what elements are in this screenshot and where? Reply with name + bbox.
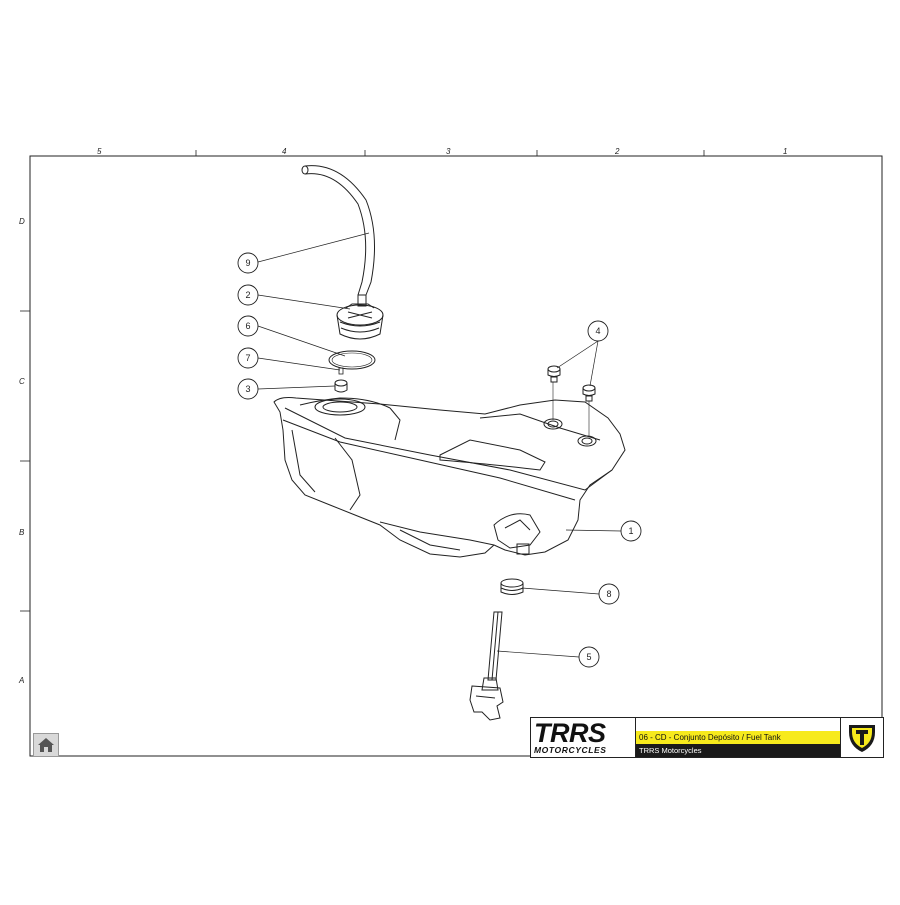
small-nut xyxy=(334,379,348,393)
callout-label-1: 1 xyxy=(628,526,633,536)
grid-column-label: 3 xyxy=(446,147,451,156)
callout-label-9: 9 xyxy=(245,258,250,268)
trrs-shield-icon xyxy=(849,724,875,752)
home-button[interactable] xyxy=(33,733,59,757)
grid-column-label: 5 xyxy=(97,147,102,156)
fuel-tank xyxy=(273,397,626,558)
grid-column-label: 2 xyxy=(615,147,620,156)
valve xyxy=(338,367,344,375)
brand-badge xyxy=(840,718,883,757)
callouts xyxy=(237,252,642,668)
title-block: TRRS MOTORCYCLES 06 - CD - Conjunto Depó… xyxy=(530,717,884,758)
brand-logo-sub: MOTORCYCLES xyxy=(534,745,607,755)
o-ring xyxy=(328,350,376,370)
brand-logo: TRRS MOTORCYCLES xyxy=(531,718,636,757)
company-name: TRRS Motorcycles xyxy=(636,744,840,757)
grid-row-label: C xyxy=(19,377,25,386)
grid-column-label: 1 xyxy=(783,147,788,156)
callout-8 xyxy=(598,583,620,605)
column-dividers xyxy=(195,150,705,156)
callout-label-3: 3 xyxy=(245,384,250,394)
callout-7 xyxy=(237,347,259,369)
leader-lines xyxy=(257,232,622,658)
callout-label-7: 7 xyxy=(245,353,250,363)
fuel-tap xyxy=(469,611,504,721)
callout-label-5: 5 xyxy=(586,652,591,662)
drawing-frame xyxy=(29,155,883,757)
callout-label-6: 6 xyxy=(245,321,250,331)
row-dividers xyxy=(20,310,30,612)
callout-4 xyxy=(587,320,609,342)
callout-9 xyxy=(237,252,259,274)
callout-labels: 9 2 6 7 3 4 1 8 5 xyxy=(245,258,633,662)
brand-logo-main: TRRS xyxy=(534,718,606,748)
callout-6 xyxy=(237,315,259,337)
callout-5 xyxy=(578,646,600,668)
tank-outlet xyxy=(516,543,530,555)
callout-label-4: 4 xyxy=(595,326,600,336)
callout-label-8: 8 xyxy=(606,589,611,599)
hose-clamp xyxy=(500,578,524,595)
callout-label-2: 2 xyxy=(245,290,250,300)
callout-1 xyxy=(620,520,642,542)
callout-3 xyxy=(237,378,259,400)
vent-hose xyxy=(301,165,376,296)
bolt-right xyxy=(582,384,596,402)
grid-column-label: 4 xyxy=(282,147,287,156)
hose-connector xyxy=(357,294,367,307)
home-icon xyxy=(38,738,54,752)
grid-row-label: D xyxy=(19,217,25,226)
grid-row-label: A xyxy=(19,676,25,685)
grid-row-label: B xyxy=(19,528,25,537)
drawing-title: 06 - CD - Conjunto Depósito / Fuel Tank xyxy=(636,731,840,744)
callout-2 xyxy=(237,284,259,306)
fuel-cap xyxy=(336,303,384,340)
bolt-left xyxy=(547,365,561,383)
